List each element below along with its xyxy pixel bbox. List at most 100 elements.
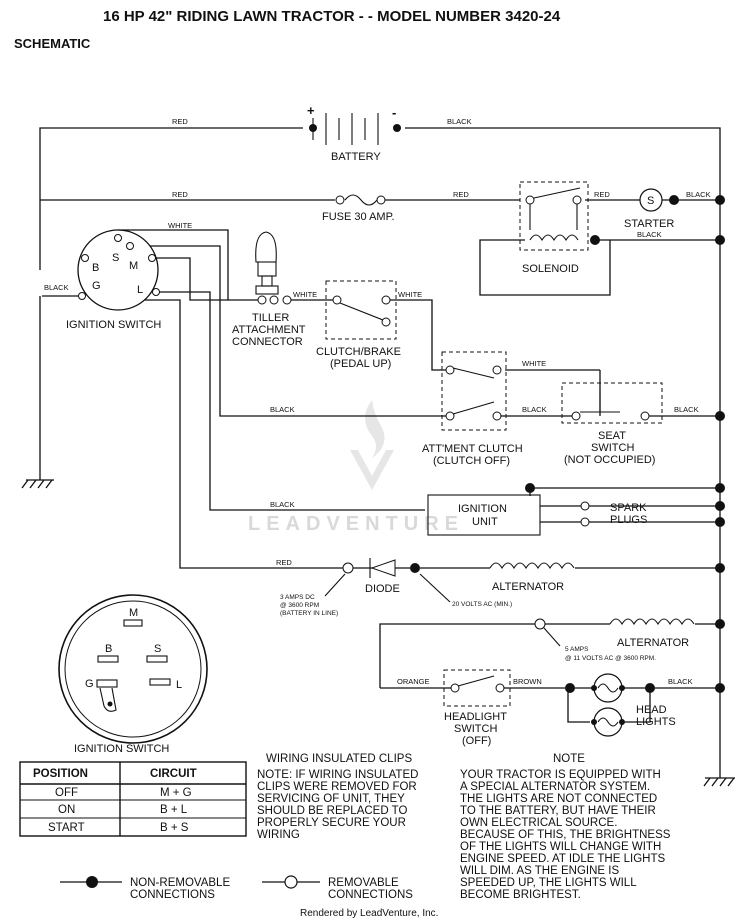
ignition-switch-label: IGNITION SWITCH — [66, 319, 161, 331]
table-row-on-circ: B + L — [160, 804, 188, 816]
headlight-switch: HEADLIGHT SWITCH (OFF) — [443, 669, 511, 747]
diode-amps-1: 3 AMPS DC — [280, 594, 315, 601]
alternator-note: NOTE YOUR TRACTOR IS EQUIPPED WITH A SPE… — [460, 753, 671, 901]
seat-label-2: SWITCH — [591, 442, 634, 454]
diode-amps-3: (BATTERY IN LINE) — [280, 610, 338, 617]
watermark-text: LEADVENTURE — [248, 513, 464, 535]
note-line: YOUR TRACTOR IS EQUIPPED WITH — [460, 769, 661, 781]
attment-label-1: ATT'MENT CLUTCH — [422, 443, 523, 455]
note-line: BECAUSE OF THIS, THE BRIGHTNESS — [460, 829, 671, 841]
clips-note-line: SHOULD BE REPLACED TO — [257, 805, 407, 817]
tiller-label-1: TILLER — [252, 312, 289, 324]
table-row-off-pos: OFF — [55, 787, 78, 799]
amps-1: 5 AMPS — [565, 646, 589, 653]
spark-label-1: SPARK — [610, 502, 647, 514]
note-line: OF THE LIGHTS WILL CHANGE WITH — [460, 841, 661, 853]
spark-plugs: SPARK PLUGS — [610, 502, 647, 526]
note-line: TO THE BATTERY, BUT HAVE THEIR — [460, 805, 656, 817]
ignition-unit: IGNITION UNIT — [427, 483, 590, 536]
clips-note-line: PROPERLY SECURE YOUR — [257, 817, 406, 829]
alternator-2: ALTERNATOR — [534, 618, 695, 649]
terminal-g: G — [92, 280, 101, 292]
page-title: 16 HP 42" RIDING LAWN TRACTOR - - MODEL … — [103, 8, 561, 25]
attment-label-2: (CLUTCH OFF) — [433, 455, 510, 467]
battery-label: BATTERY — [331, 151, 381, 163]
wire-label-black-starter: BLACK — [686, 190, 711, 199]
wire-label-red-fuse: RED — [172, 190, 188, 199]
wire-label-white-tiller: WHITE — [293, 290, 317, 299]
wire-label-red-diode: RED — [276, 558, 292, 567]
footer-credit: Rendered by LeadVenture, Inc. — [300, 908, 438, 919]
wire-label-red-top: RED — [172, 117, 188, 126]
wire-label-black-top: BLACK — [447, 117, 472, 126]
diode-amps-2: @ 3600 RPM — [280, 602, 319, 609]
solenoid-label: SOLENOID — [522, 263, 579, 275]
wire-label-white-att: WHITE — [522, 359, 546, 368]
diode-label: DIODE — [365, 583, 400, 595]
wire-label-black-seat-in: BLACK — [522, 405, 547, 414]
terminal-s: S — [112, 252, 119, 264]
ignition-switch-detail: M B S G L IGNITION SWITCH — [58, 594, 208, 755]
clutch-label-2: (PEDAL UP) — [330, 358, 391, 370]
page-subtitle: SCHEMATIC — [14, 36, 91, 51]
seat-label-1: SEAT — [598, 430, 626, 442]
wire-label-orange: ORANGE — [397, 677, 430, 686]
table-row-on-pos: ON — [58, 804, 75, 816]
clips-note: WIRING INSULATED CLIPS NOTE: IF WIRING I… — [257, 753, 418, 841]
alternator-1-label: ALTERNATOR — [492, 581, 564, 593]
battery-minus: - — [392, 105, 396, 120]
detail-m: M — [129, 607, 138, 619]
wire-label-black-ignition-unit: BLACK — [270, 500, 295, 509]
note-line: ENGINE SPEED. AT IDLE THE LIGHTS — [460, 853, 665, 865]
solenoid: SOLENOID — [519, 181, 600, 275]
amps-2: @ 11 VOLTS AC @ 3600 RPM. — [565, 655, 656, 662]
clips-note-line: CLIPS WERE REMOVED FOR — [257, 781, 417, 793]
detail-g: G — [85, 678, 94, 690]
legend-non-removable-2: CONNECTIONS — [130, 889, 215, 901]
wire-label-black-ign: BLACK — [44, 283, 69, 292]
battery-plus: + — [307, 103, 315, 118]
wires — [21, 127, 735, 787]
clutch-brake-switch: CLUTCH/BRAKE (PEDAL UP) — [316, 280, 401, 370]
terminal-m: M — [129, 260, 138, 272]
tiller-label-3: CONNECTOR — [232, 336, 303, 348]
table-row-start-pos: START — [48, 822, 85, 834]
starter: S STARTER — [624, 188, 679, 230]
wire-label-brown: BROWN — [513, 677, 542, 686]
wire-label-black-solenoid: BLACK — [637, 230, 662, 239]
ignition-unit-label-2: UNIT — [472, 516, 498, 528]
legend: NON-REMOVABLE CONNECTIONS REMOVABLE CONN… — [60, 875, 413, 901]
note-line: WILL DIM. AS THE ENGINE IS — [460, 865, 619, 877]
table-header-circuit: CIRCUIT — [150, 768, 197, 780]
headlight-switch-label-2: SWITCH — [454, 723, 497, 735]
wire-label-white-ign: WHITE — [168, 221, 192, 230]
detail-s: S — [154, 643, 161, 655]
attment-clutch-switch: ATT'MENT CLUTCH (CLUTCH OFF) — [422, 351, 523, 467]
ignition-unit-label-1: IGNITION — [458, 503, 507, 515]
alternator-2-label: ALTERNATOR — [617, 637, 689, 649]
diode: DIODE — [342, 558, 420, 595]
detail-l: L — [176, 679, 182, 691]
clips-note-line: NOTE: IF WIRING INSULATED — [257, 769, 418, 781]
wire-label-white-clutch: WHITE — [398, 290, 422, 299]
detail-b: B — [105, 643, 112, 655]
watermark: LEADVENTURE — [248, 400, 464, 535]
volts-ac: 20 VOLTS AC (MIN.) — [452, 601, 512, 608]
annotations: 3 AMPS DC @ 3600 RPM (BATTERY IN LINE) 2… — [280, 573, 656, 662]
legend-non-removable-marker — [86, 876, 98, 888]
seat-switch: SEAT SWITCH (NOT OCCUPIED) — [561, 382, 663, 466]
terminal-b: B — [92, 262, 99, 274]
headlight-switch-label-1: HEADLIGHT — [444, 711, 507, 723]
table-row-off-circ: M + G — [160, 787, 192, 799]
headlight-switch-label-3: (OFF) — [462, 735, 491, 747]
battery: + - BATTERY — [307, 103, 401, 163]
fuse-label: FUSE 30 AMP. — [322, 211, 395, 223]
wire-label-red-solenoid: RED — [453, 190, 469, 199]
ignition-switch: B S M G L IGNITION SWITCH — [66, 229, 161, 331]
legend-removable-marker — [284, 875, 298, 889]
legend-non-removable-1: NON-REMOVABLE — [130, 877, 230, 889]
bus-connections — [715, 195, 725, 693]
legend-removable-2: CONNECTIONS — [328, 889, 413, 901]
fuse: FUSE 30 AMP. — [322, 194, 395, 223]
